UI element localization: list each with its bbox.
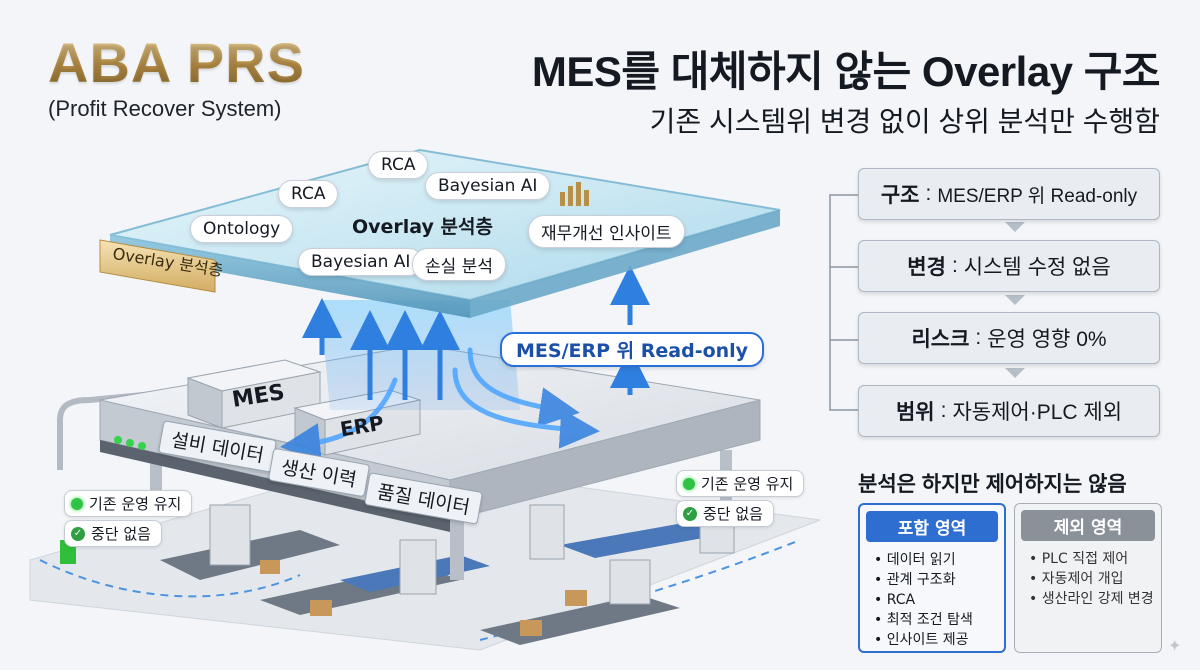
include-item: RCA (874, 590, 1004, 610)
bar-chart-icon (560, 182, 589, 206)
overlay-chip: Ontology (190, 215, 294, 243)
flow-node-risk: 리스크: 운영 영향 0% (858, 312, 1160, 364)
include-panel: 포함 영역 데이터 읽기 관계 구조화 RCA 최적 조건 탐색 인사이트 제공 (858, 503, 1006, 653)
overlay-chip: 재무개선 인사이트 (528, 215, 685, 248)
overlay-center-label: Overlay 분석층 (352, 216, 493, 238)
overlay-chip: RCA (278, 180, 339, 208)
flow-node-scope: 범위: 자동제어·PLC 제외 (858, 385, 1160, 437)
green-light-icon (683, 477, 695, 490)
exclude-panel-title: 제외 영역 (1021, 510, 1155, 541)
brand-title: ABA PRS (48, 31, 305, 94)
page-subtitle: 기존 시스템위 변경 없이 상위 분석만 수행함 (649, 106, 1160, 137)
check-icon: ✓ (71, 526, 85, 541)
include-item: 데이터 읽기 (874, 550, 1004, 570)
overlay-chip: Bayesian AI (298, 248, 424, 276)
overlay-chip: Bayesian AI (425, 172, 551, 200)
section-heading: 분석은 하지만 제어하지는 않음 (858, 473, 1127, 496)
brand-subtitle: (Profit Recover System) (48, 96, 282, 121)
exclude-item: PLC 직접 제어 (1029, 549, 1161, 569)
include-panel-title: 포함 영역 (866, 511, 998, 542)
overlay-illustration (29, 148, 821, 651)
flow-node-change: 변경: 시스템 수정 없음 (858, 240, 1160, 292)
flow-connectors (829, 194, 1025, 411)
overlay-chip: 손실 분석 (412, 248, 506, 281)
status-tag: ✓ 중단 없음 (676, 500, 774, 527)
status-tag: ✓ 중단 없음 (64, 520, 162, 547)
read-only-badge: MES/ERP 위 Read-only (500, 332, 765, 367)
overlay-chip: RCA (368, 151, 429, 179)
status-tag: 기존 운영 유지 (676, 470, 805, 497)
flow-node-structure: 구조: MES/ERP 위 Read-only (858, 168, 1160, 220)
status-text: 중단 없음 (91, 525, 151, 543)
check-icon: ✓ (683, 506, 697, 521)
status-text: 기존 운영 유지 (89, 495, 182, 513)
status-text: 중단 없음 (703, 505, 763, 523)
green-light-icon (71, 497, 83, 510)
exclude-item: 자동제어 개입 (1029, 569, 1161, 589)
exclude-item: 생산라인 강제 변경 (1029, 589, 1161, 609)
status-tag: 기존 운영 유지 (64, 490, 193, 517)
page-title: MES를 대체하지 않는 Overlay 구조 (531, 48, 1161, 95)
status-text: 기존 운영 유지 (701, 475, 794, 493)
include-item: 최적 조건 탐색 (874, 610, 1004, 630)
include-item: 인사이트 제공 (874, 630, 1004, 650)
sparkle-icon: ✦ (1168, 636, 1182, 655)
exclude-panel: 제외 영역 PLC 직접 제어 자동제어 개입 생산라인 강제 변경 (1014, 503, 1162, 653)
include-item: 관계 구조화 (874, 570, 1004, 590)
